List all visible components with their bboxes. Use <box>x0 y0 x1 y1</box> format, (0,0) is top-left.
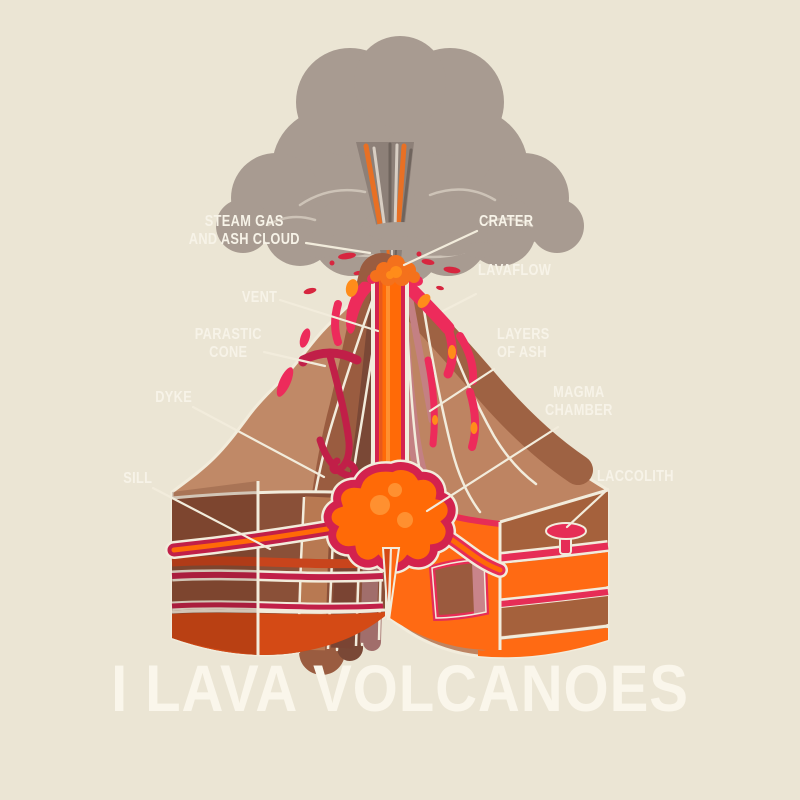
eruption-column <box>356 142 414 233</box>
label-lavaflow: LAVAFLOW <box>478 262 551 280</box>
label-sill: SILL <box>123 470 152 488</box>
label-magma-chamber: MAGMA CHAMBER <box>545 384 613 420</box>
label-text: SILL <box>122 470 152 487</box>
label-text: OF ASH <box>497 343 547 361</box>
laccolith-feature <box>545 522 587 555</box>
label-text: LAVAFLOW <box>478 262 552 279</box>
left-base-block <box>171 481 386 655</box>
leader-dyke <box>191 405 326 479</box>
label-text: AND ASH CLOUD <box>188 230 300 248</box>
right-base-block <box>478 488 609 658</box>
label-layers-of-ash: LAYERS OF ASH <box>497 326 550 362</box>
label-parastic-cone: PARASTIC CONE <box>195 326 262 362</box>
leader-parastic-cone <box>262 350 327 368</box>
label-dyke: DYKE <box>155 389 192 407</box>
leader-steam-gas-ash-cloud <box>304 241 372 255</box>
center-cut-wedge <box>381 547 401 621</box>
leader-vent <box>278 298 380 333</box>
label-vent: VENT <box>242 289 277 307</box>
ash-cloud <box>216 36 584 286</box>
label-text: PARASTIC <box>194 326 262 343</box>
leader-magma-chamber <box>425 425 560 513</box>
label-text: CHAMBER <box>545 401 613 419</box>
label-text: CRATER <box>479 213 534 230</box>
label-text: LACCOLITH <box>597 468 674 485</box>
dyke-feature <box>316 436 359 480</box>
poster-title: I LAVA VOLCANOES <box>111 651 689 725</box>
leader-sill <box>151 486 272 551</box>
crater-blob <box>367 255 423 286</box>
label-steam-gas-ash-cloud: STEAM GAS AND ASH CLOUD <box>189 213 300 249</box>
label-laccolith: LACCOLITH <box>597 468 674 486</box>
label-text: MAGMA <box>553 384 605 401</box>
leader-lavaflow <box>441 292 478 313</box>
label-text: DYKE <box>155 389 192 406</box>
leader-layers-of-ash <box>428 367 496 413</box>
label-text: VENT <box>241 289 277 306</box>
label-text: STEAM GAS <box>204 213 284 230</box>
left-lavaflow <box>276 279 372 397</box>
label-text: LAYERS <box>497 326 550 343</box>
leader-laccolith <box>565 487 610 529</box>
leader-crater <box>402 229 479 267</box>
leader-lines <box>151 229 610 551</box>
label-crater: CRATER <box>479 213 533 231</box>
label-text: CONE <box>209 343 248 361</box>
